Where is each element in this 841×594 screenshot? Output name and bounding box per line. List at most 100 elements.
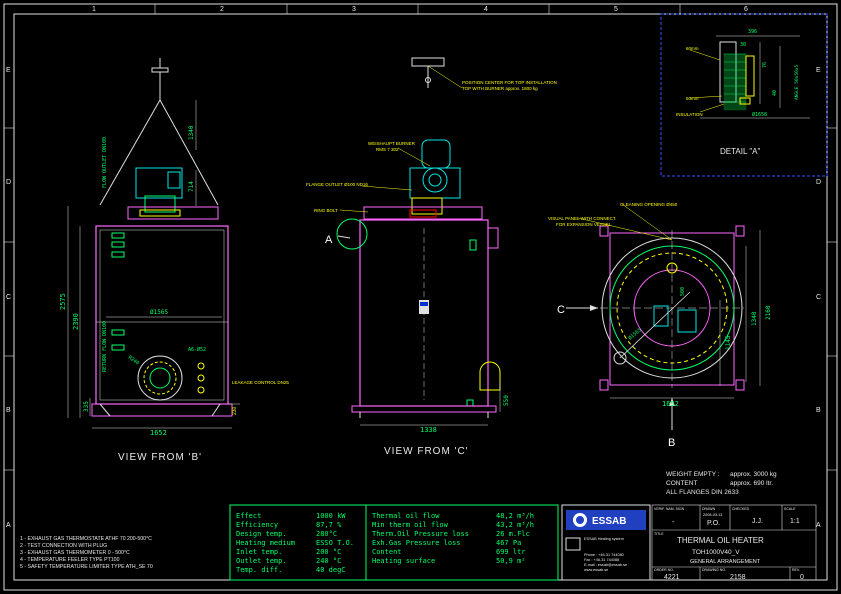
svg-text:DRAWN: DRAWN bbox=[702, 507, 716, 511]
spec-value: 48,2 m³/h bbox=[496, 512, 534, 520]
spec-value: ESSO T.O. bbox=[316, 539, 354, 547]
detail-60: 60mm bbox=[686, 46, 699, 51]
detail-angle: ANGLE 50x50x5 bbox=[794, 64, 800, 100]
weight-notes: WEIGHT EMPTY : approx. 3000 kg CONTENT a… bbox=[666, 471, 777, 496]
dim-b-r: R240 bbox=[127, 355, 140, 367]
spec-label: Inlet temp. bbox=[236, 548, 282, 556]
view-b-label: VIEW FROM 'B' bbox=[118, 452, 202, 463]
title-block-grid bbox=[651, 504, 817, 581]
detail-dim-v2: 40 bbox=[772, 90, 778, 96]
note-flange-outlet: FLANGE OUTLET Ø100 ND16 bbox=[306, 182, 368, 187]
grid-row-d-right: D bbox=[816, 179, 821, 186]
revision-value: 0 bbox=[800, 574, 804, 581]
grid-col-3: 3 bbox=[352, 6, 356, 13]
spec-label: Therm.Oil Pressure loss bbox=[372, 530, 469, 538]
note-return-flow: RETURN FLOW DN100 bbox=[102, 321, 108, 372]
grid-row-d: D bbox=[6, 179, 11, 186]
svg-text:Fax : +46-31 744088: Fax : +46-31 744088 bbox=[584, 558, 619, 562]
marker-b: B bbox=[668, 437, 675, 449]
date-value: 2008-03-13 bbox=[703, 513, 722, 517]
spec-value: 87,7 % bbox=[316, 521, 342, 529]
spec-value: 26 m.Flc bbox=[496, 530, 530, 538]
weight-content-label: CONTENT bbox=[666, 480, 697, 487]
spec-label: Thermal oil flow bbox=[372, 512, 440, 520]
grid-col-1: 1 bbox=[92, 6, 96, 13]
spec-label: Heating surface bbox=[372, 557, 435, 565]
svg-text:TITLE: TITLE bbox=[654, 532, 664, 536]
checked-value: J.J. bbox=[752, 518, 763, 525]
dim-b-nozzle: A6-Ø52 bbox=[188, 346, 206, 353]
spec-value: 280°C bbox=[316, 530, 337, 538]
sheet-frame-outer bbox=[3, 3, 838, 591]
detail-50: 50mm bbox=[686, 96, 699, 101]
spec-value: 699 ltr bbox=[496, 548, 526, 556]
company-logo: ESSAB bbox=[592, 516, 626, 527]
company-address: ESSAB Heating system Phone : +46-31 7440… bbox=[584, 537, 627, 572]
detail-a-label: DETAIL "A" bbox=[720, 147, 761, 156]
spec-value: 43,2 m³/h bbox=[496, 521, 534, 529]
spec-value: 200 °C bbox=[316, 548, 341, 556]
detail-insulation: INSULATION bbox=[676, 112, 703, 117]
note-flow-outlet: FLOW OUTLET DN100 bbox=[102, 137, 108, 188]
svg-text:ESSAB Heating system: ESSAB Heating system bbox=[584, 537, 624, 541]
legend-item-3: 3 - EXHAUST GAS THERMOMETER 0 - 500°C bbox=[20, 550, 130, 556]
dim-b-low: 335 bbox=[83, 401, 90, 412]
grid-row-a-right: A bbox=[816, 522, 821, 529]
legend-item-1: 1 - EXHAUST GAS THERMOSTATE ATHF 70 200-… bbox=[20, 536, 152, 542]
grid-row-b-right: B bbox=[816, 407, 821, 414]
specs-left: Effect 1000 kW Efficiency 87,7 % Design … bbox=[236, 512, 354, 574]
spec-label: Min therm oil flow bbox=[372, 521, 449, 529]
drawing-title: THERMAL OIL HEATER bbox=[677, 536, 764, 545]
detail-a-drawing bbox=[689, 35, 810, 119]
svg-text:VERIF. NAM. SIGN: VERIF. NAM. SIGN bbox=[654, 507, 685, 511]
dim-b-height: 2575 bbox=[59, 293, 67, 310]
company-cert-icon bbox=[565, 537, 581, 551]
note-visual: VISUAL PANEL WITH CONNECT. bbox=[548, 216, 616, 221]
weight-content-value: approx. 690 ltr. bbox=[730, 480, 773, 487]
spec-value: 40 degC bbox=[316, 566, 346, 574]
svg-text:DRAWING NO.: DRAWING NO. bbox=[702, 568, 726, 572]
note-leakage: LEAKAGE CONTROL DN25 bbox=[232, 380, 289, 385]
spec-label: Content bbox=[372, 548, 402, 556]
note-lift-weight: TOP WITH BURNER approx. 1800 kg bbox=[462, 86, 538, 91]
note-burner: WEISHAUPT BURNER bbox=[368, 141, 416, 146]
detail-dim-d: Ø1658 bbox=[752, 111, 767, 118]
specs-table bbox=[229, 504, 559, 581]
drawn-value: P.O. bbox=[707, 520, 720, 527]
view-c-label: VIEW FROM 'C' bbox=[384, 446, 469, 457]
grid-ticks bbox=[4, 4, 837, 471]
grid-row-b: B bbox=[6, 407, 11, 414]
view-c-drawing bbox=[336, 57, 501, 426]
grid-rows-left: E D C B A E D C B A bbox=[6, 67, 821, 529]
spec-value: 1000 kW bbox=[316, 512, 346, 520]
grid-row-c: C bbox=[6, 294, 11, 301]
dim-c-low: 550 bbox=[503, 395, 510, 406]
note-cleaning: CLEANING OPENING Ø450 bbox=[620, 202, 678, 207]
spec-label: Effect bbox=[236, 512, 261, 520]
svg-text:ORDER NO.: ORDER NO. bbox=[654, 568, 674, 572]
grid-row-e: E bbox=[6, 67, 11, 74]
grid-col-5: 5 bbox=[614, 6, 618, 13]
dim-right-h2: 2160 bbox=[765, 305, 772, 320]
title-block-labels: VERIF. NAM. SIGN DRAWN CHECKED SCALE TIT… bbox=[654, 507, 800, 572]
svg-text:www.essab.se: www.essab.se bbox=[584, 568, 608, 572]
dim-b-inner: Ø1565 bbox=[150, 309, 168, 316]
scale-value: 1:1 bbox=[790, 518, 800, 525]
weight-empty-value: approx. 3000 kg bbox=[730, 471, 777, 478]
grid-col-6: 6 bbox=[744, 6, 748, 13]
grid-row-a: A bbox=[6, 522, 11, 529]
specs-right: Thermal oil flow 48,2 m³/h Min therm oil… bbox=[372, 512, 534, 565]
drawing-number: 2158 bbox=[730, 574, 746, 581]
spec-label: Temp. diff. bbox=[236, 566, 282, 574]
spec-label: Heating medium bbox=[236, 539, 295, 547]
dim-b-side-text: 230 bbox=[232, 406, 238, 415]
spec-label: Exh.Gas Pressure loss bbox=[372, 539, 461, 547]
dim-b-side: 714 bbox=[188, 181, 195, 192]
legend: 1 - EXHAUST GAS THERMOSTATE ATHF 70 200-… bbox=[20, 536, 153, 570]
note-lift-position: POSITION CENTER FOR TOP INSTALLATION bbox=[462, 80, 557, 85]
marker-c: C bbox=[557, 304, 565, 316]
svg-text:Phone : +46-31 744080: Phone : +46-31 744080 bbox=[584, 553, 624, 557]
top-view-drawing bbox=[566, 203, 761, 430]
grid-columns-top: 1 2 3 4 5 6 bbox=[92, 6, 748, 13]
